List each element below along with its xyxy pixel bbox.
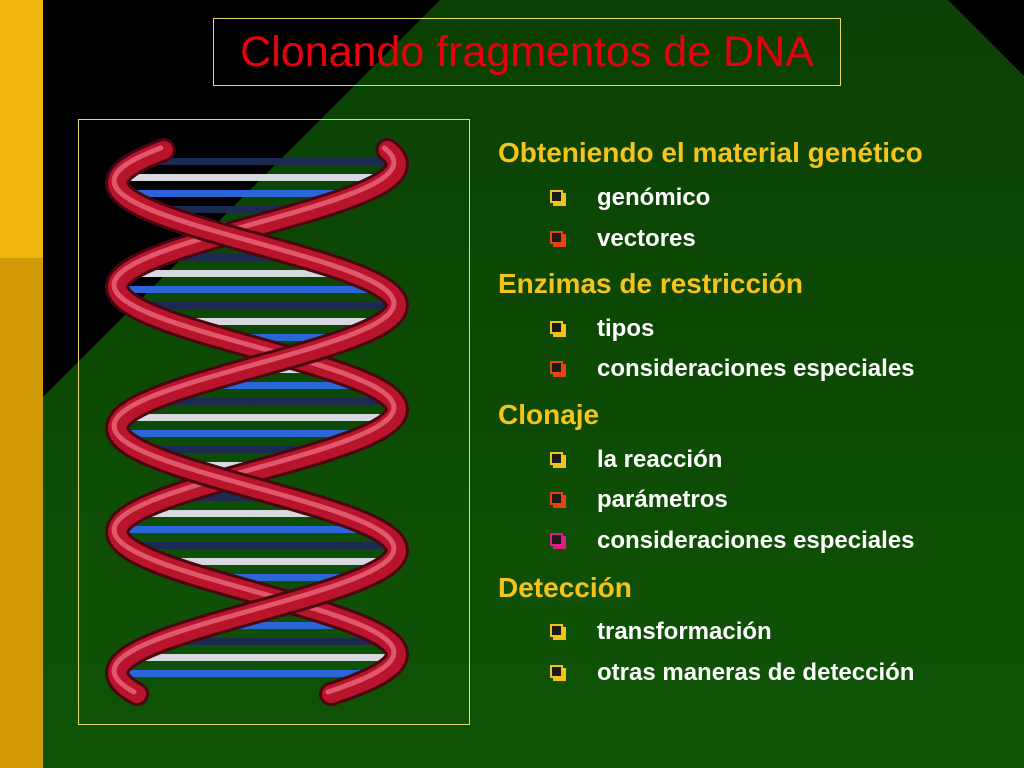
base-pair-rung: [190, 574, 372, 581]
base-pair-rung: [133, 654, 397, 661]
outline-item: consideraciones especiales: [550, 357, 915, 381]
base-pair-rung: [119, 190, 369, 197]
square-bullet-icon: [550, 491, 563, 505]
outline-heading-2: Enzimas de restricción: [498, 268, 804, 299]
base-pair-rung: [178, 494, 275, 501]
dna-image-frame: [78, 119, 470, 725]
dna-double-helix-image: [105, 138, 409, 706]
outline-heading-4: Detección: [498, 572, 632, 603]
base-pair-rung: [131, 446, 340, 453]
base-pair-rung: [117, 286, 381, 293]
square-bullet-icon: [550, 664, 563, 678]
square-bullet-icon: [550, 230, 563, 244]
accent-bar-top: [0, 0, 43, 258]
outline-heading-1: Obteniendo el material genético: [498, 137, 923, 168]
base-pair-rung: [118, 526, 371, 533]
outline-item: la reacción: [550, 448, 722, 472]
outline-item: tipos: [550, 317, 654, 341]
outline-item: vectores: [550, 227, 696, 251]
square-bullet-icon: [550, 623, 563, 637]
slide-title: Clonando fragmentos de DNA: [240, 27, 814, 76]
base-pair-rung: [220, 622, 352, 629]
outline-item: parámetros: [550, 488, 728, 512]
square-bullet-icon: [550, 532, 563, 546]
outline-item: consideraciones especiales: [550, 529, 915, 553]
base-pair-rung: [117, 670, 387, 677]
outline-item: transformación: [550, 620, 772, 644]
square-bullet-icon: [550, 320, 563, 334]
base-pair-rung: [203, 382, 364, 389]
outline-item: otras maneras de detección: [550, 661, 914, 685]
outline-item: genómico: [550, 186, 710, 210]
helix-strands: [105, 138, 409, 706]
accent-bar-bottom: [0, 258, 43, 768]
base-pair-rung: [207, 334, 361, 341]
square-bullet-icon: [550, 189, 563, 203]
base-pair-rung: [169, 638, 385, 645]
base-pair-rung: [144, 158, 396, 165]
base-pair-rung: [120, 174, 393, 181]
base-pair-rung: [147, 558, 395, 565]
base-pair-rung: [121, 542, 394, 549]
base-pair-rung: [125, 414, 397, 421]
base-pair-rung: [140, 206, 325, 213]
helix-strand-highlight: [111, 145, 397, 695]
base-pair-rung: [167, 462, 289, 469]
square-bullet-icon: [550, 360, 563, 374]
base-pair-rung: [130, 270, 344, 277]
base-pair-rung: [164, 254, 293, 261]
base-pair-rung: [127, 302, 397, 309]
outline-heading-3: Clonaje: [498, 399, 600, 430]
base-pair-rung: [138, 510, 329, 517]
base-pair-rung: [117, 430, 379, 437]
base-pair-rung: [159, 318, 390, 325]
square-bullet-icon: [550, 451, 563, 465]
slide-title-box: Clonando fragmentos de DNA: [213, 18, 841, 86]
base-pair-rung: [156, 398, 391, 405]
